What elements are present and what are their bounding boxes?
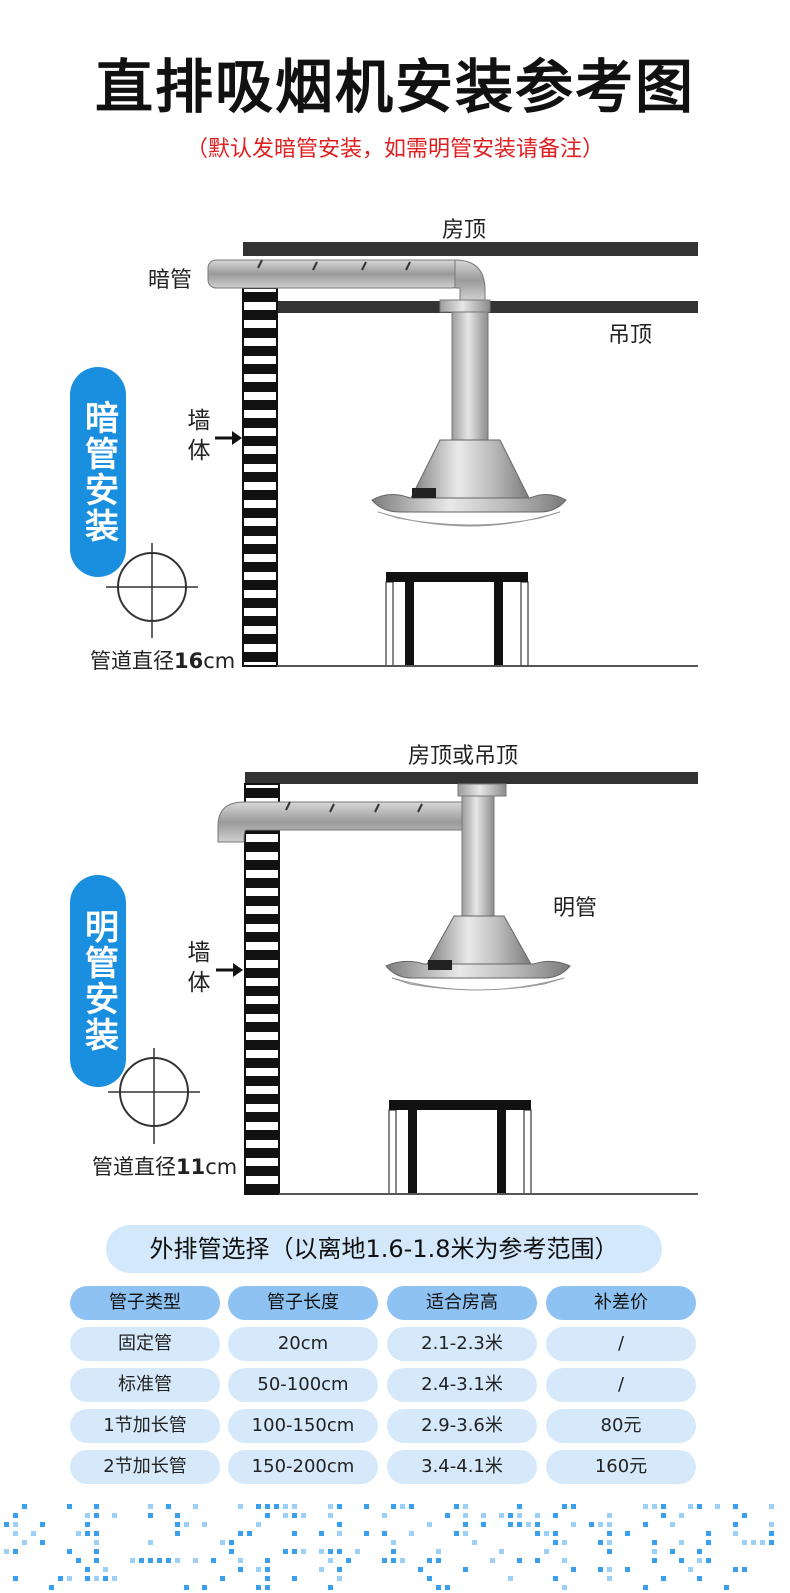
page-title: 直排吸烟机安装参考图 xyxy=(94,53,695,121)
pipe-diameter-label: 管道直径11cm xyxy=(92,1151,237,1181)
hood-column xyxy=(461,795,495,917)
table-cell: 50-100cm xyxy=(228,1368,378,1402)
page-subtitle: （默认发暗管安装，如需明管安装请备注） xyxy=(185,137,604,162)
table-cell: 2.1-2.3米 xyxy=(387,1327,537,1361)
label-wall: 墙体 xyxy=(187,940,211,996)
table-header-cell: 管子长度 xyxy=(228,1286,378,1320)
table-cell: 150-200cm xyxy=(228,1450,378,1484)
table-cell: / xyxy=(546,1327,696,1361)
pipe-diameter-unit: cm xyxy=(205,1155,238,1179)
wall-block xyxy=(242,287,278,667)
decorative-dot-pattern xyxy=(4,1504,774,1590)
table-cell: 20cm xyxy=(228,1327,378,1361)
pipe-diameter-value: 11 xyxy=(176,1155,206,1179)
table-cell: 2.9-3.6米 xyxy=(387,1409,537,1443)
table-cell: 固定管 xyxy=(70,1327,220,1361)
label-roof: 房顶 xyxy=(442,218,487,243)
pipe-diameter-label: 管道直径16cm xyxy=(90,645,235,675)
table-cell: 2节加长管 xyxy=(70,1450,220,1484)
table-cell: 160元 xyxy=(546,1450,696,1484)
roof-slab xyxy=(245,772,698,784)
concealed-install-drawing xyxy=(106,242,698,667)
roof-slab xyxy=(243,242,698,256)
table-header-cell: 补差价 xyxy=(546,1286,696,1320)
concealed-duct xyxy=(207,259,461,289)
table xyxy=(389,1100,531,1110)
pipe-diameter-text: 管道直径 xyxy=(92,1155,176,1179)
label-ceiling: 吊顶 xyxy=(608,323,653,348)
table-cell: 标准管 xyxy=(70,1368,220,1402)
table-cell: 100-150cm xyxy=(228,1409,378,1443)
label-wall: 墙体 xyxy=(187,408,211,464)
table-cell: / xyxy=(546,1368,696,1402)
label-roof-or-ceiling: 房顶或吊顶 xyxy=(408,744,519,769)
concealed-install-diagram: 房顶 暗管 吊顶 墙体 暗管安装 管道直径16cm xyxy=(0,200,790,680)
exposed-install-diagram: 房顶或吊顶 明管 墙体 明管安装 管道直径11cm xyxy=(0,730,790,1200)
pipe-diameter-value: 16 xyxy=(174,649,204,673)
table-header-cell: 管子类型 xyxy=(70,1286,220,1320)
hood-column xyxy=(451,311,489,441)
exposed-install-drawing xyxy=(108,772,698,1195)
pipe-table-title: 外排管选择（以离地1.6-1.8米为参考范围） xyxy=(106,1225,662,1273)
table-cell: 80元 xyxy=(546,1409,696,1443)
table-cell: 3.4-4.1米 xyxy=(387,1450,537,1484)
label-exposed-pipe: 明管 xyxy=(553,896,598,921)
badge-concealed-install: 暗管安装 xyxy=(70,367,126,577)
pipe-diameter-unit: cm xyxy=(203,649,236,673)
pipe-diameter-text: 管道直径 xyxy=(90,649,174,673)
range-hood xyxy=(425,915,533,967)
wall-block xyxy=(244,783,280,1195)
table-cell: 2.4-3.1米 xyxy=(387,1368,537,1402)
table-header-cell: 适合房高 xyxy=(387,1286,537,1320)
table-cell: 1节加长管 xyxy=(70,1409,220,1443)
badge-exposed-install: 明管安装 xyxy=(70,875,126,1087)
table xyxy=(386,572,528,582)
label-concealed-pipe: 暗管 xyxy=(148,268,193,293)
